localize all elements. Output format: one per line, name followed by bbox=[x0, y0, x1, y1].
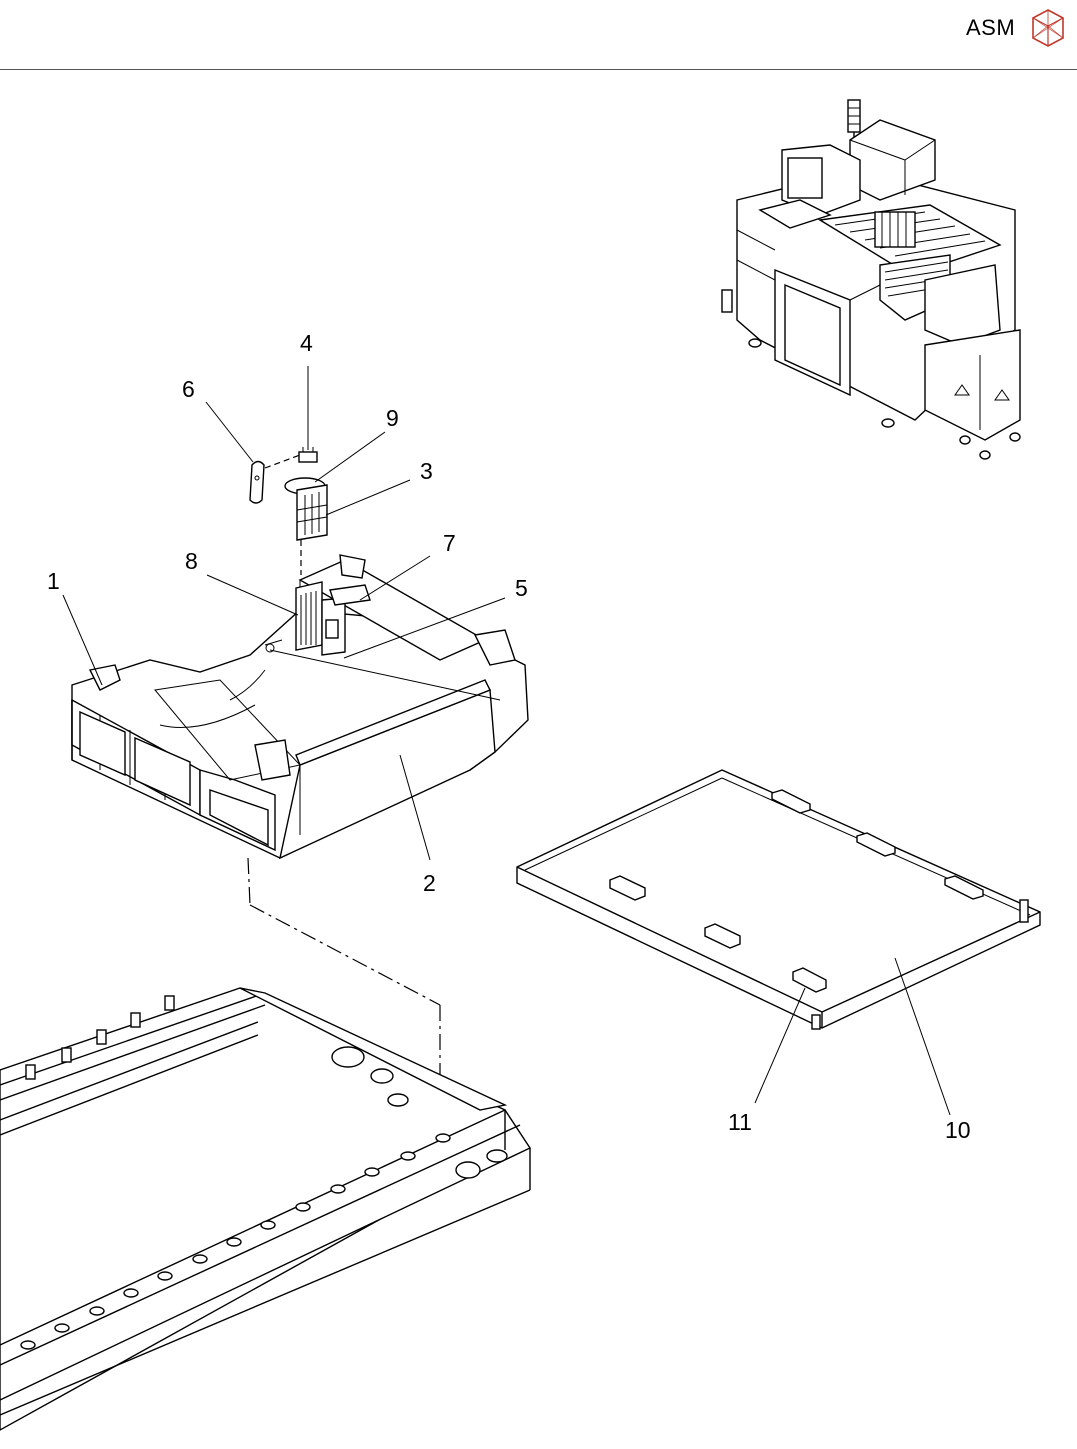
machine-overview-illustration bbox=[722, 100, 1020, 459]
callout-9: 9 bbox=[386, 405, 399, 431]
machine-base-bed bbox=[0, 988, 530, 1430]
callout-1: 1 bbox=[47, 568, 60, 594]
cover-plate-assembly bbox=[517, 770, 1040, 1029]
callout-6: 6 bbox=[182, 376, 195, 402]
sensor-bracket-assembly bbox=[250, 447, 327, 575]
callout-11: 11 bbox=[728, 1109, 752, 1135]
callout-4: 4 bbox=[300, 330, 313, 356]
callout-2: 2 bbox=[423, 870, 436, 896]
callout-5: 5 bbox=[515, 575, 528, 601]
callout-8: 8 bbox=[185, 548, 198, 574]
callout-3: 3 bbox=[420, 458, 433, 484]
callout-7: 7 bbox=[443, 530, 456, 556]
callout-10: 10 bbox=[945, 1117, 971, 1143]
